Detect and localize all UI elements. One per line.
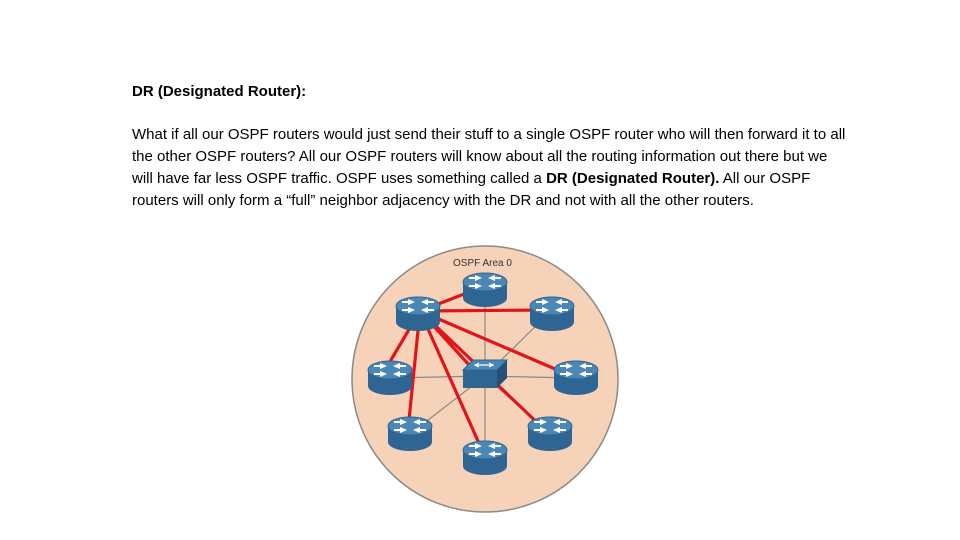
ospf-diagram-svg: OSPF Area 0 (351, 245, 619, 513)
body-text-part-2: All our OSPF routers will only form a “f… (132, 170, 811, 209)
slide-heading: DR (Designated Router): (132, 83, 307, 100)
switch-icon (461, 359, 509, 388)
router-icon (462, 272, 508, 308)
ospf-area-label: OSPF Area 0 (453, 258, 512, 269)
router-icon (553, 360, 599, 396)
router-icon (529, 296, 575, 332)
slide-body-text: What if all our OSPF routers would just … (132, 124, 852, 212)
router-icon (462, 440, 508, 476)
router-icon (367, 360, 413, 396)
body-text-bold-dr: DR (Designated Router). (546, 170, 720, 187)
router-icon (527, 416, 573, 452)
ospf-dr-diagram: OSPF Area 0 (340, 238, 630, 520)
router-dr-icon (395, 296, 441, 332)
body-text-part-1: What if all our OSPF routers would just … (132, 126, 846, 187)
router-icon (387, 416, 433, 452)
